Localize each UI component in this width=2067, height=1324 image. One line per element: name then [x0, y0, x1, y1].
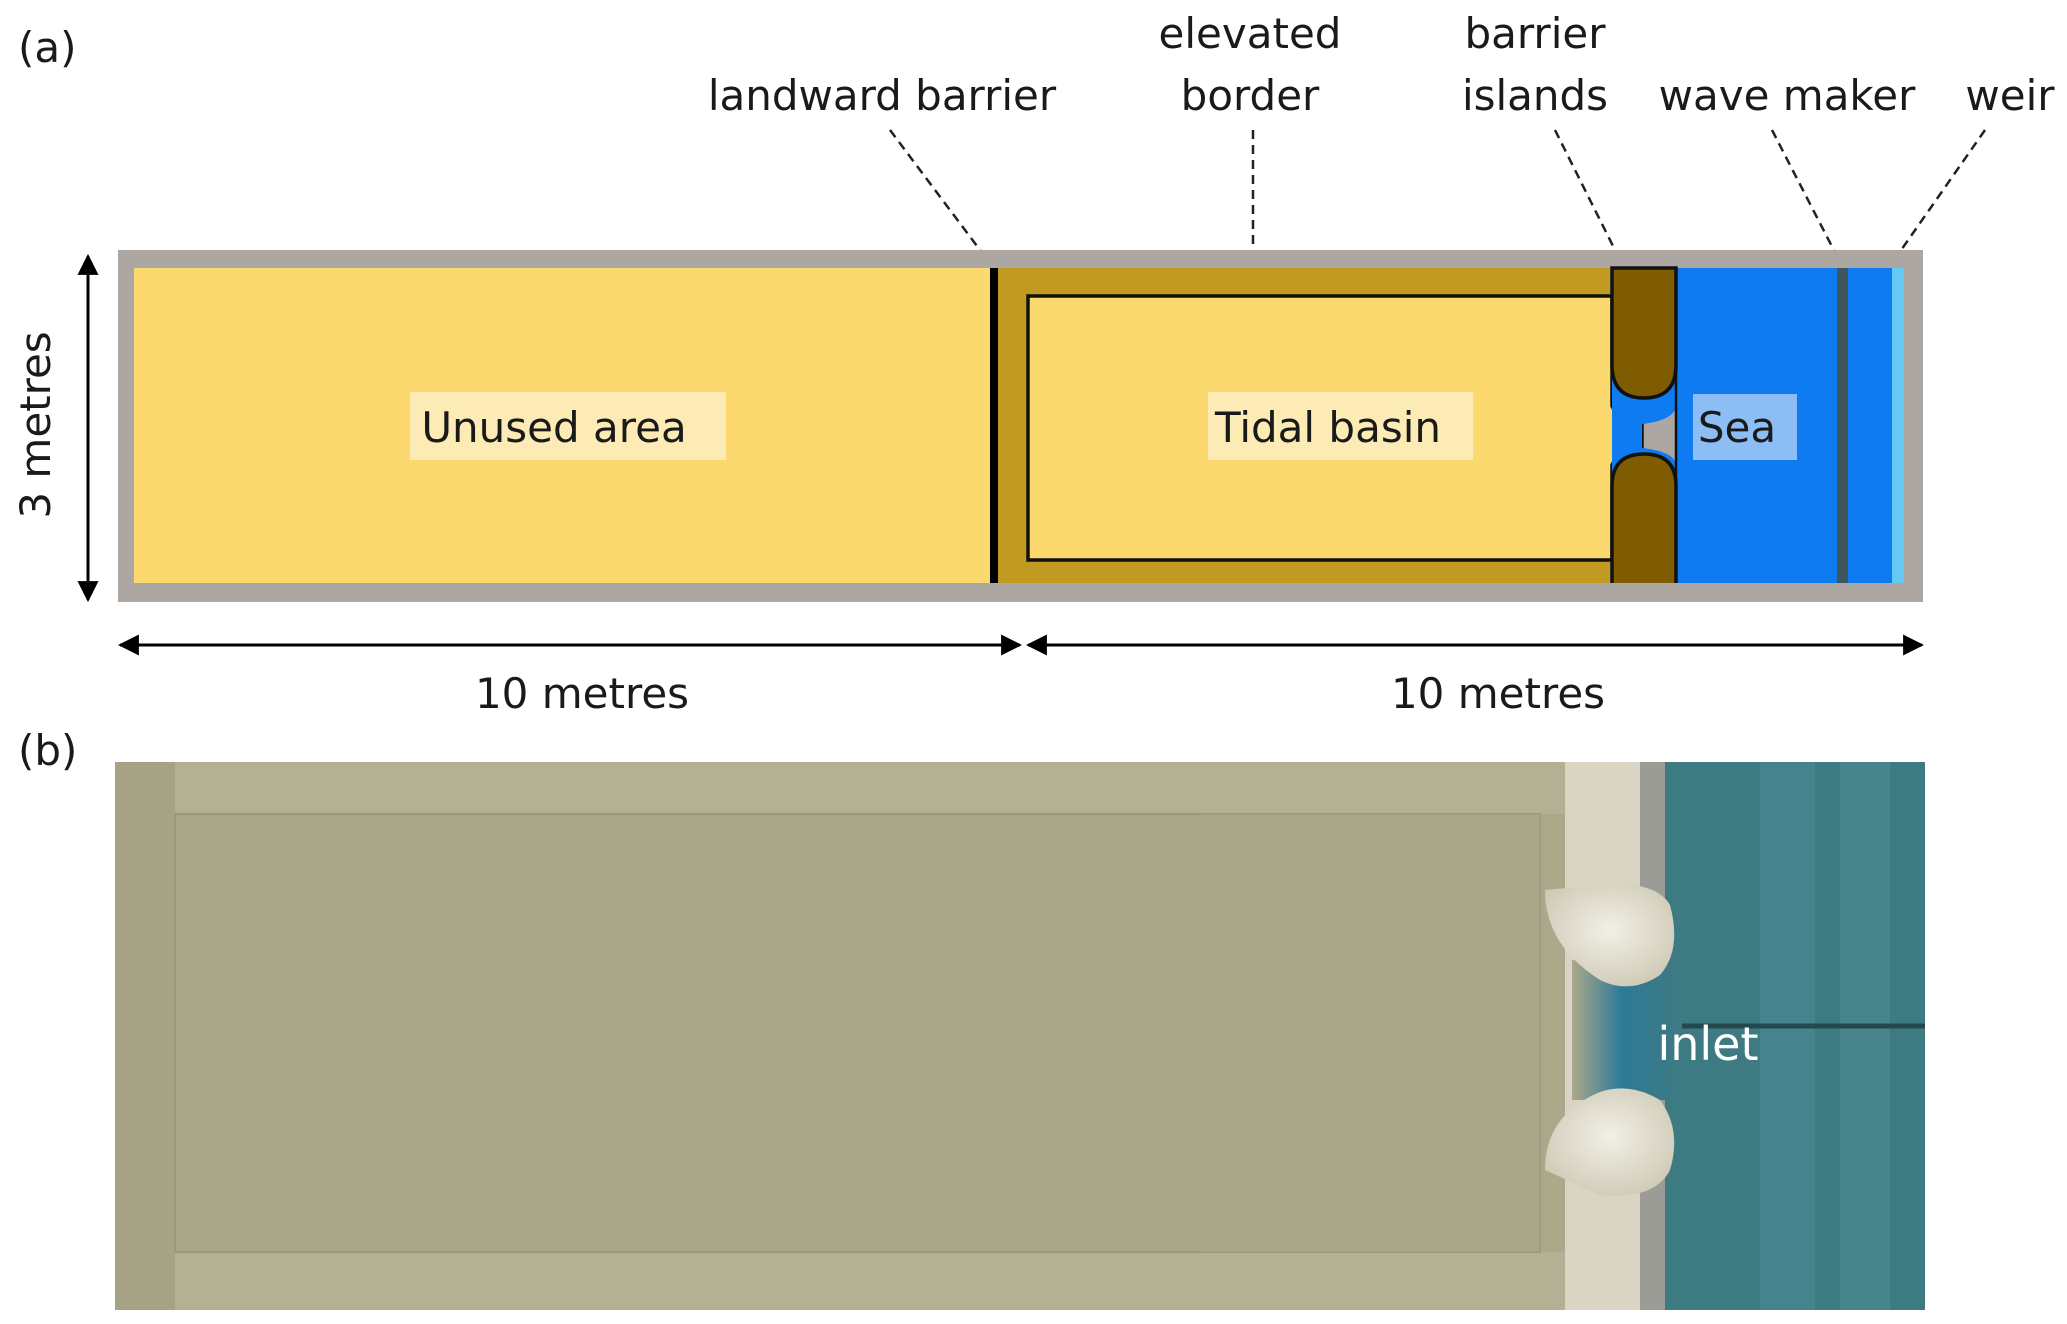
sea-beyond-wave-maker [1876, 268, 1892, 583]
photo-left-strip [115, 762, 175, 1310]
barrier-island-north [1610, 266, 1678, 400]
photo-basin-shading [1200, 814, 1540, 1252]
photo-elevated-border-bottom [175, 1252, 1565, 1310]
photo-barrier-island-south [1545, 1088, 1675, 1196]
photo-sea-band-1 [1760, 762, 1815, 1310]
weir-label: weir [1965, 71, 2055, 120]
photo-barrier-island-north [1545, 884, 1675, 987]
wave-maker-leader [1770, 129, 1844, 267]
sea-label: Sea [1698, 403, 1776, 452]
inlet-label: inlet [1657, 1017, 1758, 1071]
flume-schematic: Unused area Tidal basin Sea [118, 250, 1923, 602]
photo-elevated-border-top [175, 762, 1565, 814]
barrier-island-south [1610, 452, 1678, 583]
panel-b-label: (b) [18, 726, 77, 775]
weir-bar [1892, 268, 1904, 583]
tidal-basin-label: Tidal basin [1214, 403, 1441, 452]
panel-a-label: (a) [18, 23, 77, 72]
tidal-basin-label-box [1208, 392, 1473, 460]
wave-maker-label: wave maker [1659, 71, 1916, 120]
unused-area-label-box [410, 392, 726, 460]
barrier-islands-label-line1: barrier [1465, 9, 1607, 58]
left-length-dimension-label: 10 metres [475, 669, 689, 718]
weir-leader [1888, 129, 1987, 267]
landward-barrier-leader [889, 129, 993, 267]
barrier-islands-leader [1553, 129, 1629, 275]
barrier-islands-label-line2: islands [1462, 71, 1608, 120]
elevated-border-label-line1: elevated [1159, 9, 1342, 58]
unused-area-label: Unused area [421, 403, 686, 452]
wave-maker-bar [1837, 268, 1848, 583]
right-length-dimension-label: 10 metres [1391, 669, 1605, 718]
elevated-border-label-line2: border [1181, 71, 1320, 120]
panel-a: (a) landward barrier elevated border bar… [11, 9, 2055, 718]
flume-photograph: inlet [115, 762, 1925, 1310]
sea-label-box [1693, 394, 1797, 460]
width-dimension-label: 3 metres [11, 331, 60, 518]
panel-b: (b) inlet [18, 726, 1925, 1310]
landward-barrier-label: landward barrier [708, 71, 1057, 120]
photo-sea-band-2 [1840, 762, 1890, 1310]
